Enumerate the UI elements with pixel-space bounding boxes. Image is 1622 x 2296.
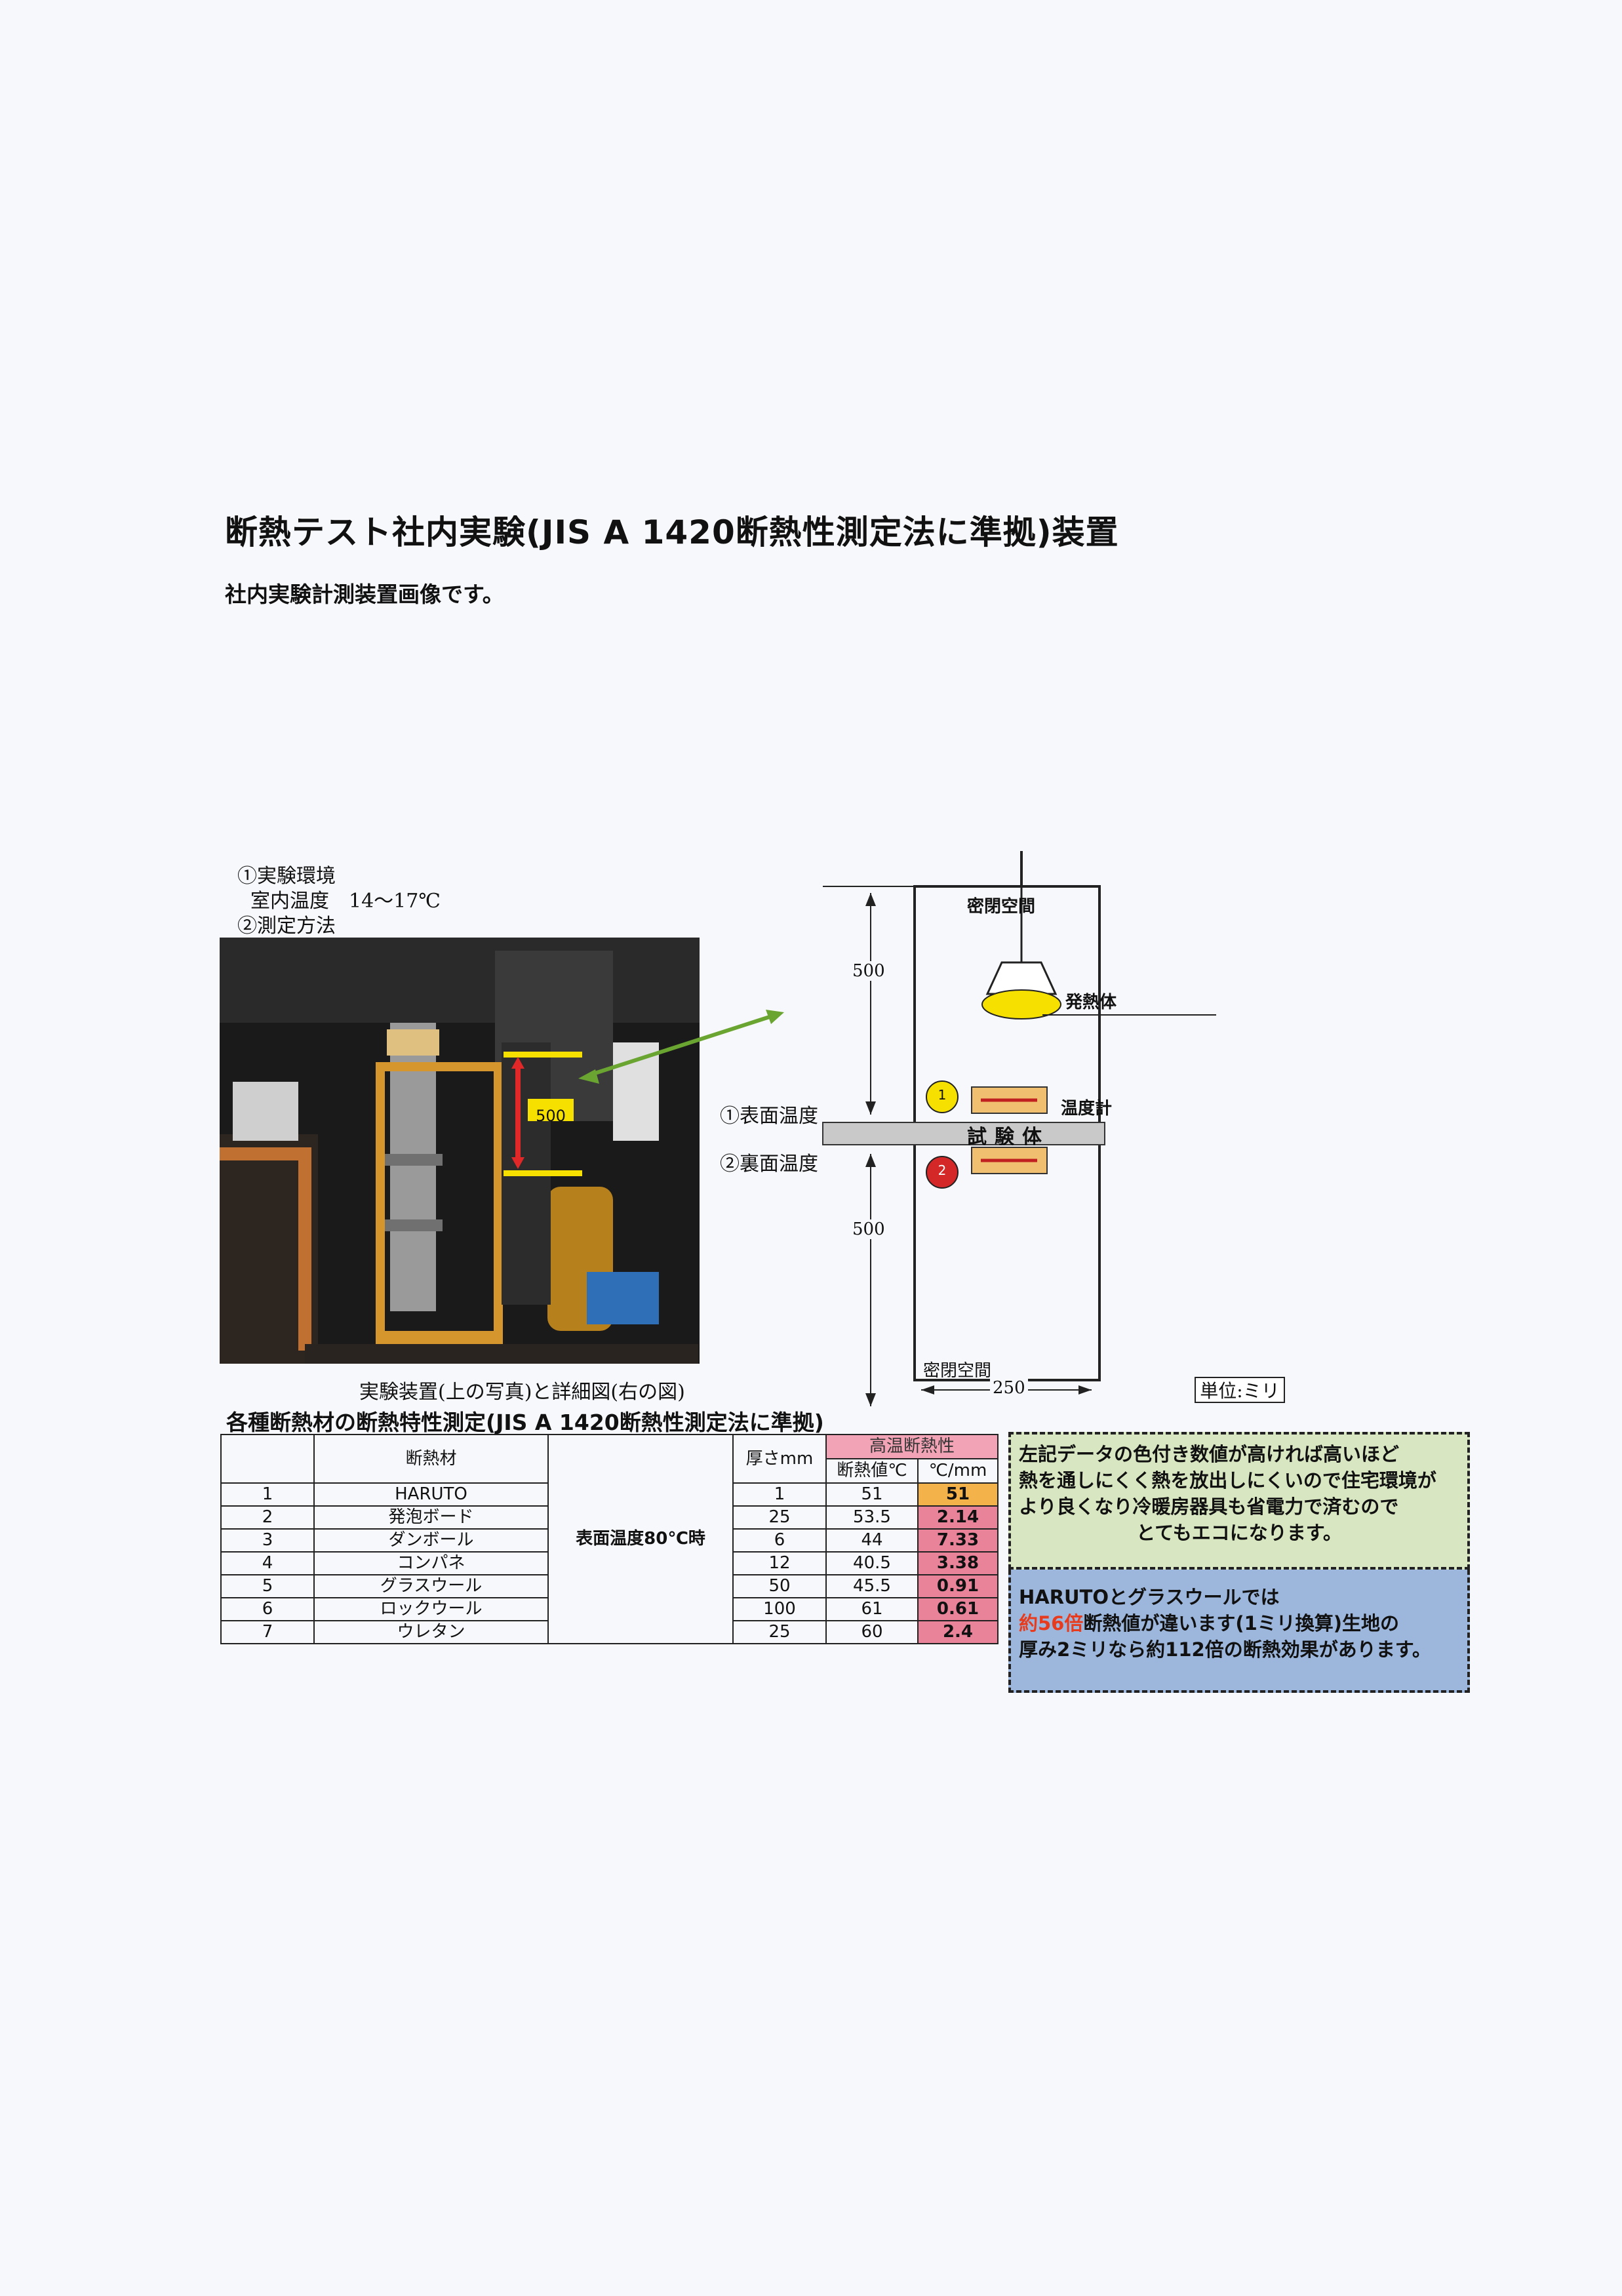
header-value: 断熱値℃ [825, 1458, 919, 1484]
label-thermometer: 温度計 [1061, 1099, 1113, 1118]
row-no: 1 [220, 1482, 315, 1507]
row-thickness: 25 [732, 1505, 827, 1530]
note2-line2: 断熱値が違います(1ミリ換算)生地の [1083, 1612, 1400, 1634]
label-top-space: 密閉空間 [967, 897, 1036, 917]
label-dimension-top: 500 [852, 961, 885, 981]
marker-1-label: 1 [938, 1087, 947, 1103]
label-surface-temp: ①表面温度 [720, 1105, 818, 1128]
row-value: 53.5 [825, 1505, 919, 1530]
label-specimen: 試験体 [967, 1126, 1050, 1149]
row-thickness: 50 [732, 1574, 827, 1598]
row-value: 51 [825, 1482, 919, 1507]
row-per-mm: 2.4 [917, 1620, 999, 1644]
table-row: 4 コンパネ 12 40.5 3.38 [220, 1551, 999, 1575]
row-material: HARUTO [313, 1482, 549, 1507]
table-row: 6 ロックウール 100 61 0.61 [220, 1597, 999, 1621]
method-heading: ②測定方法 [237, 915, 336, 938]
row-per-mm: 51 [917, 1482, 999, 1507]
row-per-mm: 0.61 [917, 1597, 999, 1621]
row-thickness: 6 [732, 1528, 827, 1553]
label-heater: 発熱体 [1065, 993, 1117, 1012]
label-back-temp: ②裏面温度 [720, 1153, 818, 1176]
note1-line4: とてもエコになります。 [1136, 1522, 1342, 1544]
table-row: 1 HARUTO 1 51 51 [220, 1482, 999, 1507]
apparatus-photo-image [220, 938, 700, 1364]
row-material: ロックウール [313, 1597, 549, 1621]
note2-highlight: 約56倍 [1019, 1612, 1084, 1634]
header-per-mm: ℃/mm [917, 1458, 999, 1484]
photo-caption: 実験装置(上の写真)と詳細図(右の図) [359, 1381, 685, 1404]
label-bottom-space: 密閉空間 [923, 1361, 992, 1381]
header-thickness: 厚さmm [732, 1434, 827, 1484]
room-temp: 室内温度 14～17℃ [250, 890, 441, 913]
note1-line1: 左記データの色付き数値が高ければ高いほど [1019, 1443, 1400, 1465]
row-thickness: 25 [732, 1620, 827, 1644]
unit-label: 単位:ミリ [1195, 1377, 1285, 1403]
condition-cell: 表面温度80℃時 [547, 1434, 734, 1644]
label-width: 250 [990, 1378, 1028, 1398]
row-per-mm: 7.33 [917, 1528, 999, 1553]
env-heading: ①実験環境 [237, 865, 336, 888]
table-row: 3 ダンボール 6 44 7.33 [220, 1528, 999, 1553]
row-value: 61 [825, 1597, 919, 1621]
row-per-mm: 0.91 [917, 1574, 999, 1598]
marker-2 [926, 1156, 959, 1189]
row-thickness: 12 [732, 1551, 827, 1575]
pointer-arrow [588, 1014, 774, 1077]
row-value: 44 [825, 1528, 919, 1553]
row-per-mm: 2.14 [917, 1505, 999, 1530]
note1-line2: 熱を通しにくく熱を放出しにくいので住宅環境が [1019, 1469, 1436, 1492]
row-per-mm: 3.38 [917, 1551, 999, 1575]
apparatus-diagram [578, 851, 1216, 1406]
table-row: 2 発泡ボード 25 53.5 2.14 [220, 1505, 999, 1530]
row-no: 4 [220, 1551, 315, 1575]
table-title: 各種断熱材の断熱特性測定(JIS A 1420断熱性測定法に準拠) [226, 1410, 824, 1435]
note2-line1: HARUTOとグラスウールでは [1019, 1586, 1280, 1608]
table-row: 7 ウレタン 25 60 2.4 [220, 1620, 999, 1644]
experiment-conditions: ①実験環境 室内温度 14～17℃ ②測定方法 [237, 864, 441, 939]
row-value: 45.5 [825, 1574, 919, 1598]
marker-2-label: 2 [938, 1162, 947, 1178]
row-no: 2 [220, 1505, 315, 1530]
note-eco: 左記データの色付き数値が高ければ高いほど 熱を通しにくく熱を放出しにくいので住宅… [1008, 1432, 1470, 1570]
row-material: ダンボール [313, 1528, 549, 1553]
note1-line3: より良くなり冷暖房器具も省電力で済むので [1019, 1495, 1399, 1518]
row-material: ウレタン [313, 1620, 549, 1644]
row-value: 60 [825, 1620, 919, 1644]
specimen-bar [822, 1122, 1105, 1145]
header-high-temp: 高温断熱性 [825, 1434, 999, 1459]
row-thickness: 1 [732, 1482, 827, 1507]
label-dimension-bottom: 500 [852, 1219, 885, 1239]
marker-1 [926, 1080, 959, 1113]
header-material: 断熱材 [313, 1434, 549, 1484]
heater-shade [985, 961, 1058, 995]
row-no: 5 [220, 1574, 315, 1598]
page-subtitle: 社内実験計測装置画像です。 [225, 582, 504, 607]
apparatus-photo [220, 938, 700, 1364]
row-material: グラスウール [313, 1574, 549, 1598]
row-no: 6 [220, 1597, 315, 1621]
row-no: 3 [220, 1528, 315, 1553]
note-comparison: HARUTOとグラスウールでは 約56倍断熱値が違います(1ミリ換算)生地の 厚… [1008, 1570, 1470, 1693]
row-material: 発泡ボード [313, 1505, 549, 1530]
heater-bulb [981, 989, 1061, 1019]
table-row: 5 グラスウール 50 45.5 0.91 [220, 1574, 999, 1598]
row-no: 7 [220, 1620, 315, 1644]
row-material: コンパネ [313, 1551, 549, 1575]
photo-dimension-label: 500 [536, 1107, 566, 1125]
row-thickness: 100 [732, 1597, 827, 1621]
insulation-table: 断熱材 表面温度80℃時 厚さmm 高温断熱性 断熱値℃ ℃/mm 1 HARU… [220, 1434, 999, 1644]
header-no [220, 1434, 315, 1484]
page-title: 断熱テスト社内実験(JIS A 1420断熱性測定法に準拠)装置 [225, 513, 1119, 551]
note2-line3: 厚み2ミリなら約112倍の断熱効果があります。 [1019, 1638, 1431, 1661]
row-value: 40.5 [825, 1551, 919, 1575]
